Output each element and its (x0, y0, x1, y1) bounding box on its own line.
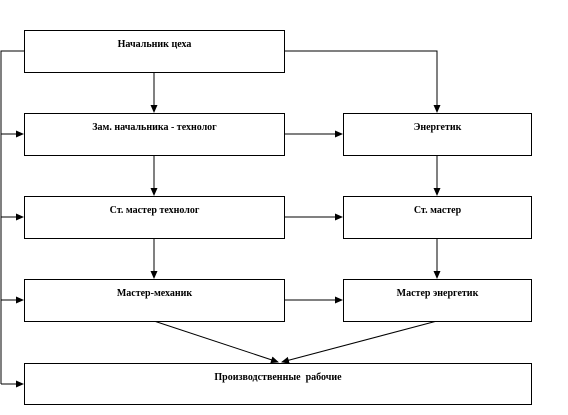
node-workers-label: Производственные рабочие (214, 372, 342, 383)
arrow-mechanic-to-workers (153, 320, 279, 364)
node-master-energetic-label: Мастер энергетик (396, 288, 479, 299)
node-deputy: Зам. начальника - технолог (24, 113, 285, 156)
node-senior-master: Ст. мастер (343, 196, 532, 239)
node-senior-master-label: Ст. мастер (413, 205, 462, 216)
node-mechanic-label: Мастер-механик (116, 288, 193, 299)
node-senior-tech-label: Ст. мастер технолог (109, 205, 200, 216)
arrow-head-to-energetic (284, 50, 441, 113)
node-senior-tech: Ст. мастер технолог (24, 196, 285, 239)
node-mechanic: Мастер-механик (24, 279, 285, 322)
node-energetic-label: Энергетик (413, 122, 462, 133)
arrow-master-energetic-to-workers (281, 320, 438, 364)
node-energetic: Энергетик (343, 113, 532, 156)
node-workers: Производственные рабочие (24, 363, 532, 405)
node-master-energetic: Мастер энергетик (343, 279, 532, 322)
node-deputy-label: Зам. начальника - технолог (92, 122, 217, 133)
left-bus-line (0, 50, 24, 384)
node-head-label: Начальник цеха (117, 39, 192, 50)
node-head: Начальник цеха (24, 30, 285, 73)
